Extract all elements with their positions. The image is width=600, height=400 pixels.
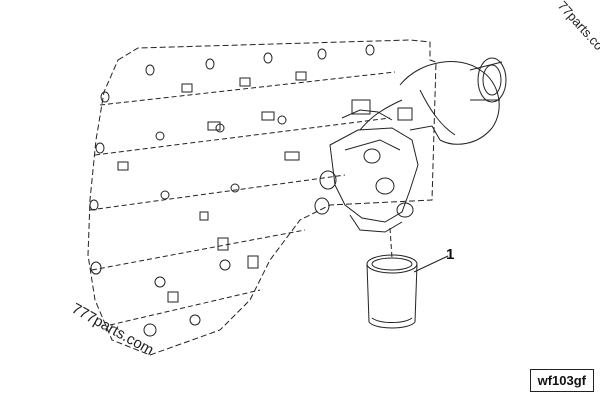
engine-block-outline	[87, 39, 437, 356]
callout-number: 1	[446, 246, 455, 263]
reference-code: wf103gf	[529, 369, 594, 392]
callout-leader-line	[413, 255, 449, 273]
block-ribs	[89, 71, 396, 326]
filter-head-assembly	[314, 99, 441, 233]
turbo-housing	[359, 57, 507, 145]
filter-canister	[366, 254, 418, 329]
block-pads	[117, 71, 307, 303]
bolt-bosses	[89, 44, 375, 337]
alignment-line	[389, 227, 393, 259]
